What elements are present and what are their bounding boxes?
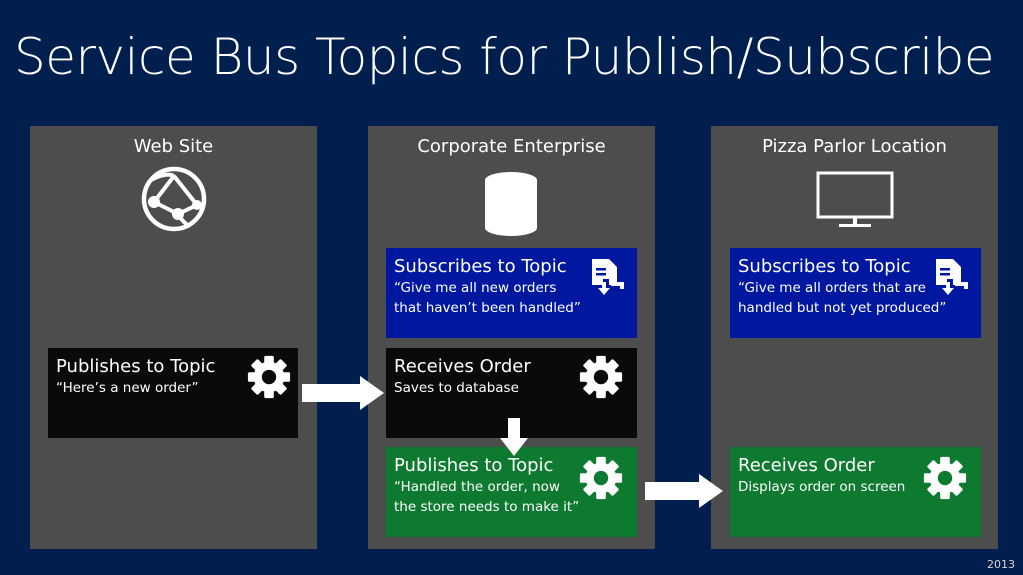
pizza-receive-title: Receives Order bbox=[738, 455, 875, 476]
web-publish-description: “Here’s a new order” bbox=[56, 380, 199, 396]
corp-publish-title: Publishes to Topic bbox=[394, 455, 554, 476]
pizza-subscribe-description: “Give me all orders that are handled but… bbox=[738, 278, 946, 318]
corp-subscribe-box: Subscribes to Topic “Give me all new ord… bbox=[386, 248, 637, 338]
document-download-icon bbox=[933, 256, 971, 298]
database-icon bbox=[485, 172, 537, 236]
corp-subscribe-description: “Give me all new orders that haven’t bee… bbox=[394, 278, 581, 318]
footer-year: 2013 bbox=[987, 558, 1015, 571]
arrow-corp-to-pizza bbox=[645, 474, 723, 508]
corp-subscribe-title: Subscribes to Topic bbox=[394, 256, 567, 277]
arrow-web-to-corp bbox=[302, 376, 384, 410]
corp-receive-box: Receives Order Saves to database bbox=[386, 348, 637, 438]
monitor-icon bbox=[816, 171, 894, 227]
page-title: Service Bus Topics for Publish/Subscribe bbox=[14, 28, 995, 86]
corp-subscribe-line1: “Give me all new orders bbox=[394, 280, 557, 296]
pizza-receive-description: Displays order on screen bbox=[738, 479, 906, 495]
pizza-subscribe-line2: handled but not yet produced” bbox=[738, 300, 947, 316]
document-download-icon bbox=[589, 256, 627, 298]
pizza-receive-box: Receives Order Displays order on screen bbox=[730, 447, 981, 537]
gear-icon bbox=[922, 455, 968, 501]
pizza-subscribe-box: Subscribes to Topic “Give me all orders … bbox=[730, 248, 981, 338]
gear-icon bbox=[578, 455, 624, 501]
column-title-corporate-enterprise: Corporate Enterprise bbox=[417, 136, 606, 157]
web-publish-box: Publishes to Topic “Here’s a new order” bbox=[48, 348, 298, 438]
corp-publish-description: “Handled the order, now the store needs … bbox=[394, 477, 579, 517]
column-web-site: Web Site bbox=[30, 126, 317, 549]
corp-receive-description: Saves to database bbox=[394, 380, 519, 396]
pizza-subscribe-title: Subscribes to Topic bbox=[738, 256, 911, 277]
corp-publish-line2: the store needs to make it” bbox=[394, 499, 580, 515]
corp-receive-title: Receives Order bbox=[394, 356, 531, 377]
corp-subscribe-line2: that haven’t been handled” bbox=[394, 300, 581, 316]
column-title-pizza-parlor-location: Pizza Parlor Location bbox=[762, 136, 947, 157]
web-publish-title: Publishes to Topic bbox=[56, 356, 216, 377]
corp-publish-box: Publishes to Topic “Handled the order, n… bbox=[386, 447, 637, 537]
gear-icon bbox=[578, 354, 624, 400]
column-title-web-site: Web Site bbox=[133, 136, 214, 157]
globe-network-icon bbox=[141, 166, 207, 232]
pizza-subscribe-line1: “Give me all orders that are bbox=[738, 280, 926, 296]
gear-icon bbox=[246, 354, 292, 400]
arrow-receive-to-publish bbox=[500, 418, 528, 456]
corp-publish-line1: “Handled the order, now bbox=[394, 479, 560, 495]
